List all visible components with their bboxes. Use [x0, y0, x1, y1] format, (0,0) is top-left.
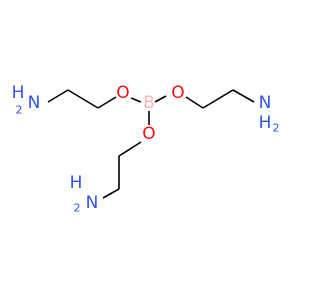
bond-c-n-bottom — [102, 188, 120, 199]
atom-oxygen-bottom: O — [142, 124, 155, 144]
bond-c-c-left — [67, 89, 99, 109]
amine-bottom-hydrogen: H — [70, 173, 83, 193]
bond-o-c-right — [185, 96, 204, 109]
bond-c-n-left — [47, 89, 69, 103]
amine-right-hydrogen: H — [259, 113, 272, 133]
amine-right-hydrogen-count: 2 — [273, 122, 280, 135]
amine-group-left: H N 2 — [12, 83, 41, 117]
bonds-group — [47, 89, 255, 199]
atom-oxygen-right: O — [171, 83, 184, 103]
amine-bottom-nitrogen: N — [86, 193, 99, 213]
amine-left-nitrogen: N — [28, 93, 41, 113]
molecule-structure-diagram: B O O O H N 2 N H 2 H N 2 — [12, 83, 280, 215]
bond-c-n-right — [232, 89, 255, 103]
amine-right-nitrogen: N — [259, 93, 272, 113]
atom-boron: B — [143, 93, 155, 113]
bond-o-c-left — [97, 96, 117, 109]
atom-labels-group: B O O O H N 2 N H 2 H N 2 — [12, 83, 280, 215]
bond-b-o-right — [154, 95, 167, 103]
bond-b-o-left — [130, 97, 142, 103]
bond-o-c-bottom — [118, 141, 142, 157]
bond-c-c-right — [202, 89, 234, 109]
atom-oxygen-left: O — [116, 83, 129, 103]
amine-group-right: N H 2 — [259, 93, 280, 135]
amine-left-hydrogen: H — [12, 83, 25, 103]
amine-bottom-hydrogen-count: 2 — [74, 202, 81, 215]
amine-group-bottom: H N 2 — [70, 173, 99, 215]
amine-left-hydrogen-count: 2 — [16, 104, 23, 117]
